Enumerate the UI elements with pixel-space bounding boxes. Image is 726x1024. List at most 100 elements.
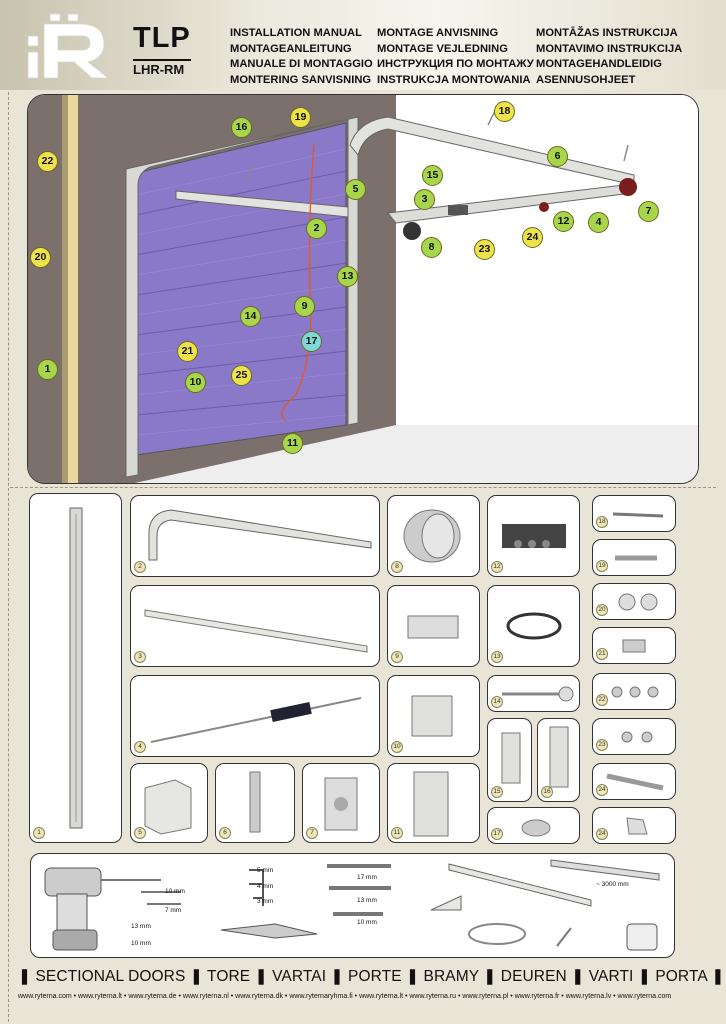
cut-line [10,487,716,488]
shaft-coupling [502,524,566,548]
callout: 3 [414,189,435,210]
callout: 17 [301,331,322,352]
curved-track [148,509,372,561]
manual-title: INSTRUKCJA MONTOWANIA [377,73,531,86]
part-panel-11: 11 [387,763,480,843]
bottom-bracket [413,771,449,837]
part-number: 20 [596,604,608,616]
part-number: 3 [134,651,146,663]
part-number: 1 [33,827,45,839]
part-panel-13: 13 [487,585,580,667]
callout: 9 [294,296,315,317]
manual-title: ИНСТРУКЦИЯ ПО МОНТАЖУ [377,58,534,71]
spring-bumper [249,771,261,833]
callout: 12 [553,211,574,232]
nuts [621,731,653,743]
wrench-size: 13 mm [357,897,377,904]
manual-title: INSTALLATION MANUAL [230,27,362,39]
callout: 6 [547,146,568,167]
part-number: 21 [596,648,608,660]
callout: 2 [306,218,327,239]
callout: 11 [282,433,303,454]
callout: 22 [37,151,58,172]
hex-key-size: 5 mm [257,867,274,874]
part-panel-22: 22 [592,673,676,710]
part-panel-1: 1 [29,493,122,843]
part-number: 12 [491,561,503,573]
part-number: 15 [491,786,503,798]
part-panel-16: 16 [537,718,580,802]
callout: 18 [494,101,515,122]
ryterna-logo [27,13,110,79]
part-panel-3: 3 [130,585,380,667]
bracket-small [501,732,521,784]
manual-title: MONTĀŽAS INSTRUKCIJA [536,27,678,39]
hinge [407,615,459,639]
manual-title: MONTAVIMO INSTRUKCIJA [536,42,683,55]
callout: 5 [345,179,366,200]
part-number: 18 [596,516,608,528]
anchor-bolt [612,512,664,518]
part-panel-24b: 24 [592,807,676,844]
part-panel-9: 9 [387,585,480,667]
cable-drum [403,509,461,563]
part-number: 9 [391,651,403,663]
callout: 4 [588,212,609,233]
part-number: 14 [491,696,503,708]
part-number: 17 [491,828,503,840]
callout: 14 [240,306,261,327]
part-number: 8 [391,561,403,573]
hex-key-size: 3 mm [257,898,274,905]
callout: 16 [231,117,252,138]
part-number: 24 [596,784,608,796]
part-panel-20: 20 [592,583,676,620]
part-number: 24 [596,828,608,840]
bearing-plate [324,777,358,831]
product-title: TLP [133,22,191,54]
part-number: 23 [596,739,608,751]
corner-bracket [144,779,192,835]
part-number: 2 [134,561,146,573]
part-panel-2: 2 [130,495,380,577]
manual-title: MONTAGE ANVISNING [377,27,499,39]
footer-doors: ❚ SECTIONAL DOORS ❚ TORE ❚ VARTAI ❚ PORT… [18,968,725,985]
part-panel-8: 8 [387,495,480,577]
part-panel-6: 6 [215,763,295,843]
callout: 8 [421,237,442,258]
rail-profile [69,507,83,829]
roller [618,593,658,611]
manual-title: ASENNUSOHJEET [536,73,636,86]
part-panel-15: 15 [487,718,532,802]
manual-titles-col2: MONTAGE ANVISNING MONTAGE VEJLEDNING ИНС… [377,26,534,88]
part-panel-24: 24 [592,763,676,800]
callout: 19 [290,107,311,128]
tools-illustration [44,859,660,951]
manual-titles-col3: MONTĀŽAS INSTRUKCIJA MONTAVIMO INSTRUKCI… [536,26,682,88]
screw [615,555,657,561]
callout: 13 [337,266,358,287]
wrench-size: 17 mm [357,874,377,881]
angle-profile [144,609,368,653]
manual-titles-col1: INSTALLATION MANUAL MONTAGEANLEITUNG MAN… [230,26,373,88]
cable-coil [506,612,562,640]
part-panel-21: 21 [592,627,676,664]
callout: 20 [30,247,51,268]
part-number: 22 [596,694,608,706]
part-number: 7 [306,827,318,839]
manual-title: MONTERING SANVISNING [230,73,372,86]
callout: 1 [37,359,58,380]
manual-title: MONTAGE VEJLEDNING [377,42,508,55]
drill-size: 10 mm [165,888,185,895]
part-panel-23: 23 [592,718,676,755]
bracket [411,695,453,737]
end-cap [626,817,648,835]
part-number: 13 [491,651,503,663]
callout: 15 [422,165,443,186]
safety-cable [521,819,551,837]
bolt-set [622,639,646,653]
product-model: LHR-RM [133,62,185,77]
torsion-spring-shaft [150,697,362,743]
part-number: 16 [541,786,553,798]
hex-key-size: 4 mm [257,883,274,890]
part-panel-5: 5 [130,763,208,843]
